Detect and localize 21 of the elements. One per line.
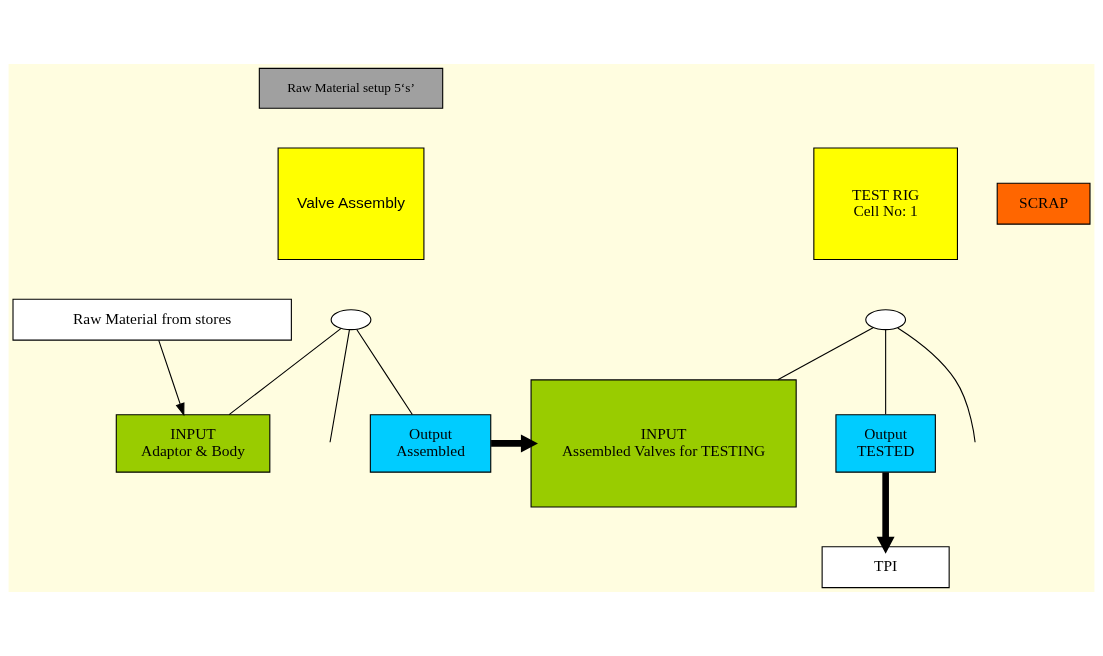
connector	[885, 329, 887, 415]
node-box: Output TESTED	[835, 414, 936, 473]
node-box: SCRAP	[996, 182, 1091, 225]
node-box: TEST RIG Cell No: 1	[813, 147, 958, 261]
node-box: INPUT Assembled Valves for TESTING	[530, 379, 797, 508]
node-box: Output Assembled	[369, 414, 492, 473]
connector	[228, 327, 342, 416]
arrow	[876, 472, 895, 554]
arrow	[491, 434, 538, 453]
node-box: TPI	[821, 546, 950, 589]
node-ellipse	[865, 309, 907, 331]
node-ellipse	[330, 309, 372, 331]
node-box: Valve Assembly	[277, 147, 425, 261]
connector	[329, 329, 350, 443]
node-box: Raw Material setup 5‘s’	[258, 67, 444, 109]
connector	[897, 327, 976, 443]
arrow	[158, 339, 185, 417]
connector	[356, 329, 413, 416]
node-box: Raw Material from stores	[12, 298, 292, 341]
node-box: INPUT Adaptor & Body	[115, 414, 271, 473]
connector	[777, 327, 874, 381]
